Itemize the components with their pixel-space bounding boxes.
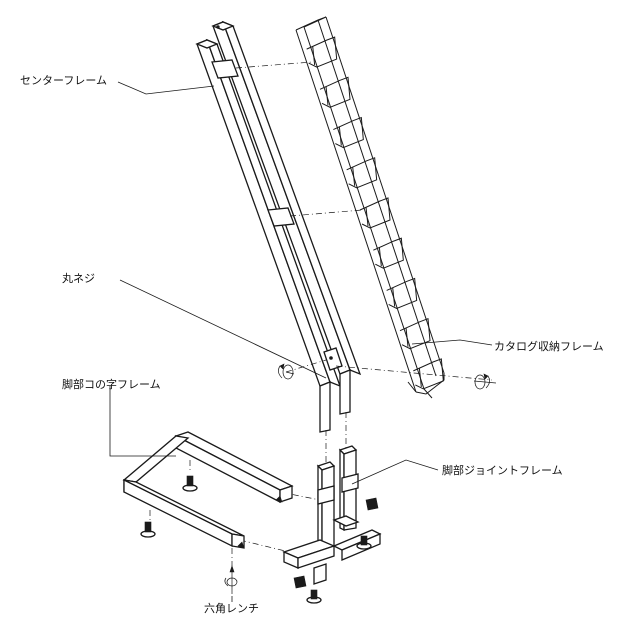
catalog-pocket	[346, 157, 378, 189]
catalog-pocket	[386, 277, 418, 309]
center-frame	[195, 20, 362, 433]
leader-lines	[109, 81, 493, 602]
round-screw-label: 丸ネジ	[62, 272, 95, 285]
catalog-pocket	[399, 317, 431, 350]
hex-wrench	[224, 565, 238, 594]
catalog-pocket	[373, 237, 404, 269]
leg-c-shaped-frame	[122, 431, 294, 549]
catalog-frame-label: カタログ収納フレーム	[494, 340, 604, 353]
catalog-pocket-wire	[325, 86, 329, 106]
round-screws	[278, 363, 497, 390]
catalog-pocket-wire	[378, 247, 382, 267]
center-frame-label: センターフレーム	[20, 74, 108, 87]
leg-joint-frame	[282, 445, 382, 604]
leg-joint-frame-label: 脚部ジョイントフレーム	[442, 464, 563, 477]
catalog-pocket-wire	[312, 46, 316, 66]
catalog-pocket-wire	[338, 126, 342, 146]
catalog-pocket	[413, 358, 444, 390]
catalog-pocket-wire	[392, 287, 396, 307]
catalog-storage-frame	[295, 16, 445, 399]
catalog-pocket	[306, 36, 338, 68]
catalog-pocket-wire	[405, 327, 409, 347]
catalog-pocket	[359, 197, 391, 229]
catalog-pocket-wire	[365, 206, 369, 227]
hex-wrench-label: 六角レンチ	[204, 602, 259, 615]
catalog-pocket	[333, 116, 364, 149]
catalog-pocket-wire	[352, 166, 356, 186]
catalog-pocket	[319, 76, 351, 108]
leg-c-frame-label: 脚部コの字フレーム	[62, 378, 161, 391]
catalog-pocket-wire	[418, 367, 422, 387]
